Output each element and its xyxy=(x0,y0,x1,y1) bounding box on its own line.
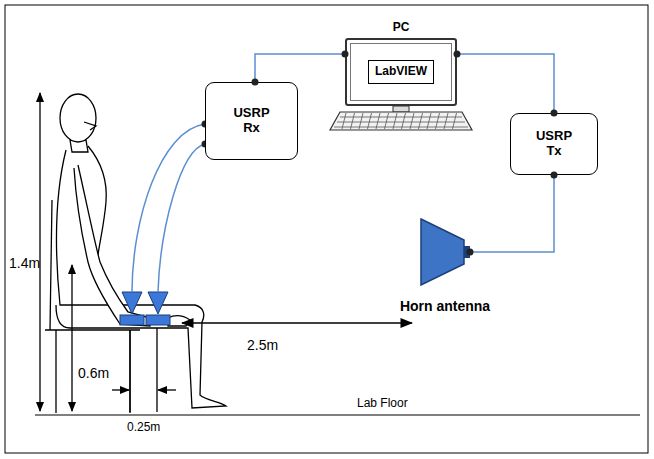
dimension-label: 2.5m xyxy=(246,338,279,353)
dimension-label: 1.4m xyxy=(8,256,41,271)
device-heading: PC xyxy=(393,21,410,35)
usrp-tx-box: USRP Tx xyxy=(510,113,598,175)
screen-panel: LabVIEW xyxy=(368,60,434,84)
cable-connector xyxy=(457,54,554,113)
usrp-rx-box: USRP Rx xyxy=(205,82,298,160)
floor-line xyxy=(35,414,640,415)
floor-label: Lab Floor xyxy=(356,397,409,410)
antenna-cables xyxy=(132,124,205,292)
device-label: USRP Tx xyxy=(531,129,577,159)
dimension-label: 0.6m xyxy=(77,366,110,381)
cable-port xyxy=(252,79,259,86)
pc-monitor: PCLabVIEW xyxy=(345,38,457,106)
seated-person xyxy=(56,94,226,408)
pc-keyboard xyxy=(330,106,472,130)
cable-port xyxy=(551,172,558,179)
rx-antennas xyxy=(120,292,170,325)
part-label: Horn antenna xyxy=(400,298,490,314)
device-label: LabVIEW xyxy=(375,65,427,79)
cable-port xyxy=(342,51,349,58)
horn-antenna: Horn antenna xyxy=(420,218,470,286)
cable-port xyxy=(454,51,461,58)
cable-port xyxy=(467,249,474,256)
cable-connector xyxy=(255,54,345,82)
cable-port xyxy=(551,110,558,117)
frame-border xyxy=(5,5,648,453)
horn-shape xyxy=(420,218,470,286)
dimension-label: 0.25m xyxy=(126,421,161,434)
device-label: USRP Rx xyxy=(229,106,275,136)
cable-connector xyxy=(470,175,554,252)
